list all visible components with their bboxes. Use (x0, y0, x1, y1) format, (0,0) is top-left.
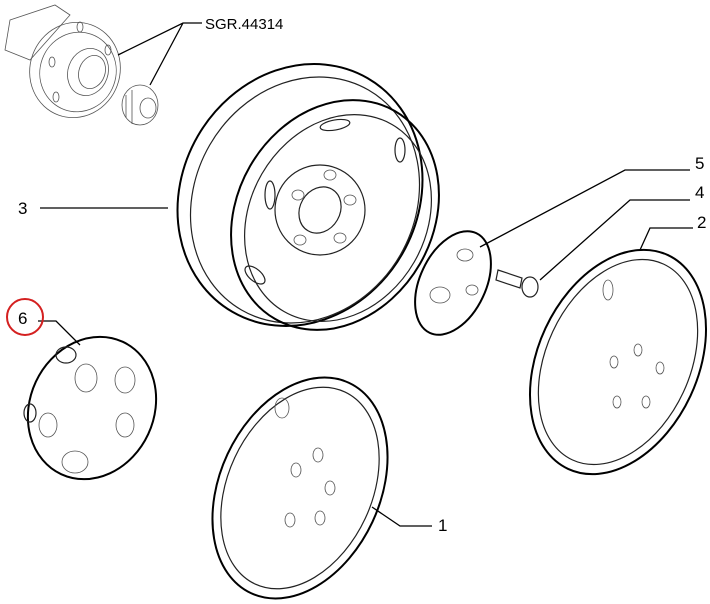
hubcap-full-drawing (529, 248, 707, 476)
callout-4: 4 (695, 183, 704, 202)
callout-2: 2 (697, 213, 706, 232)
center-cap-drawing (23, 335, 158, 481)
bearing-drawing (121, 84, 159, 126)
callout-1: 1 (438, 516, 447, 535)
steel-wheel-rim-drawing (176, 63, 440, 331)
highlight-circle (6, 298, 44, 336)
callout-1-leader (371, 506, 432, 527)
callout-6: 6 (18, 309, 27, 328)
hubcap-large-drawing (211, 376, 389, 600)
wheel-hub-drawing (4, 4, 121, 119)
bolt-drawing (495, 269, 539, 298)
callout-6-leader (38, 320, 81, 346)
reference-label: SGR.44314 (205, 16, 283, 33)
callout-5: 5 (695, 154, 704, 173)
callout-5-leader (479, 169, 690, 248)
reference-leader-line (117, 22, 202, 86)
callout-3: 3 (18, 199, 27, 218)
callout-2-leader (639, 227, 693, 251)
callout-4-leader (539, 199, 690, 281)
center-cap-plate-drawing (414, 230, 492, 336)
